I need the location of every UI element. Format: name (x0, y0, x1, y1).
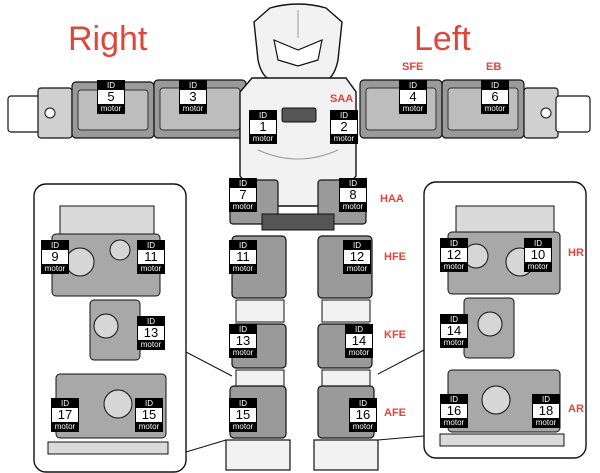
motor-tag: ID16motor (440, 394, 468, 428)
motor-tag: ID4motor (399, 80, 427, 114)
joint-label-saa: SAA (330, 94, 353, 105)
joint-label-eb: EB (486, 62, 501, 73)
motor-tag: ID1motor (249, 110, 277, 144)
joint-label-hfe: HFE (384, 252, 406, 263)
motor-tag: ID11motor (137, 240, 165, 274)
right-side-label: Right (68, 22, 147, 56)
left-arm (360, 80, 590, 138)
joint-label-sfe: SFE (402, 62, 423, 73)
callout-lines (186, 350, 424, 452)
motor-tag: ID10motor (524, 238, 552, 272)
motor-tag: ID11motor (229, 240, 257, 274)
robot-head (254, 4, 342, 82)
right-arm (8, 80, 246, 138)
motor-tag: ID9motor (41, 240, 69, 274)
motor-tag: ID14motor (440, 314, 468, 348)
motor-tag: ID15motor (229, 398, 257, 432)
motor-tag: ID18motor (532, 394, 560, 428)
joint-label-afe: AFE (384, 408, 406, 419)
joint-label-hr: HR (568, 248, 584, 259)
motor-tag: ID8motor (339, 178, 367, 212)
motor-tag: ID12motor (343, 240, 371, 274)
joint-label-ar: AR (568, 404, 584, 415)
motor-tag: ID17motor (51, 398, 79, 432)
joint-label-kfe: KFE (384, 330, 406, 341)
motor-tag: ID6motor (481, 80, 509, 114)
motor-tag: ID7motor (229, 178, 257, 212)
left-side-label: Left (414, 22, 471, 56)
motor-tag: ID13motor (229, 324, 257, 358)
motor-tag: ID15motor (135, 398, 163, 432)
joint-label-haa: HAA (380, 194, 404, 205)
motor-tag: ID3motor (179, 80, 207, 114)
motor-tag: ID5motor (97, 80, 125, 114)
motor-tag: ID13motor (137, 316, 165, 350)
motor-tag: ID2motor (330, 110, 358, 144)
motor-tag: ID12motor (440, 238, 468, 272)
motor-tag: ID14motor (345, 324, 373, 358)
motor-tag: ID16motor (349, 398, 377, 432)
